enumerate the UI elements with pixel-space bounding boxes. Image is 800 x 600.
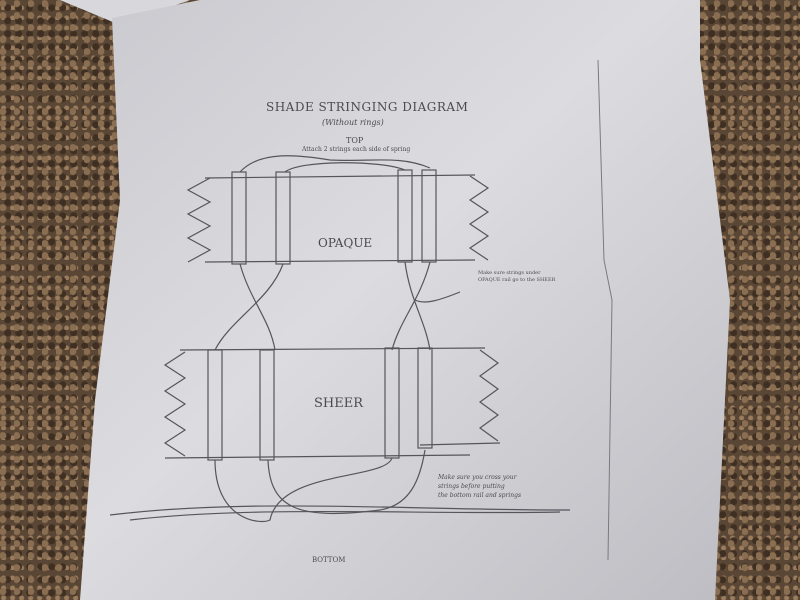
top-paper-corner: [60, 0, 190, 25]
bottom-label: BOTTOM: [312, 556, 346, 564]
cross-note: Make sure you cross your strings before …: [438, 473, 521, 500]
opaque-zigzag-right: [468, 175, 490, 261]
bottom-rail-line-2: [129, 510, 561, 521]
top-string-2: [284, 162, 406, 173]
side-note: Make sure strings under OPAQUE rail go t…: [478, 270, 555, 284]
cross-note-line: the bottom rail and springs: [438, 492, 522, 499]
cross-string-left-2: [214, 263, 284, 351]
paper-fold-line: [597, 59, 613, 561]
sheer-spring-2: [259, 349, 275, 461]
attach-note: Attach 2 strings each side of spring: [302, 146, 411, 153]
paper-sheet: [80, 0, 730, 600]
cross-note-line: strings before putting: [438, 483, 505, 490]
opaque-rail-top: [204, 174, 476, 179]
sheer-label: SHEER: [314, 396, 364, 411]
opaque-zigzag-left: [186, 177, 212, 263]
diagram: [109, 155, 571, 523]
sheer-spring-4: [417, 347, 433, 449]
opaque-spring-1: [231, 171, 247, 265]
sheer-zigzag-right: [478, 349, 500, 442]
opaque-rail-bottom: [204, 259, 476, 263]
bottom-string: [214, 457, 393, 523]
sheer-rail-line: [419, 442, 501, 446]
sheer-rail-top: [179, 347, 486, 351]
diagram-title: SHADE STRINGING DIAGRAM: [266, 100, 469, 114]
side-note-line: Make sure strings under: [478, 270, 541, 276]
cross-note-line: Make sure you cross your: [438, 474, 517, 481]
sheer-zigzag-left: [163, 351, 187, 457]
sheer-rail-bottom: [164, 454, 471, 459]
opaque-label: OPAQUE: [318, 236, 373, 250]
cross-string-left: [239, 263, 276, 351]
bottom-string-2: [267, 449, 426, 515]
side-note-line: OPAQUE rail go to the SHEER: [478, 277, 556, 283]
bottom-rail-line: [109, 505, 571, 516]
cross-string-right-2: [391, 261, 431, 351]
top-string: [239, 155, 431, 173]
top-label: TOP: [346, 136, 364, 145]
cross-string-right: [404, 261, 431, 351]
note-arrow: [414, 291, 461, 303]
opaque-spring-4: [421, 169, 437, 263]
diagram-subtitle: (Without rings): [322, 118, 384, 127]
